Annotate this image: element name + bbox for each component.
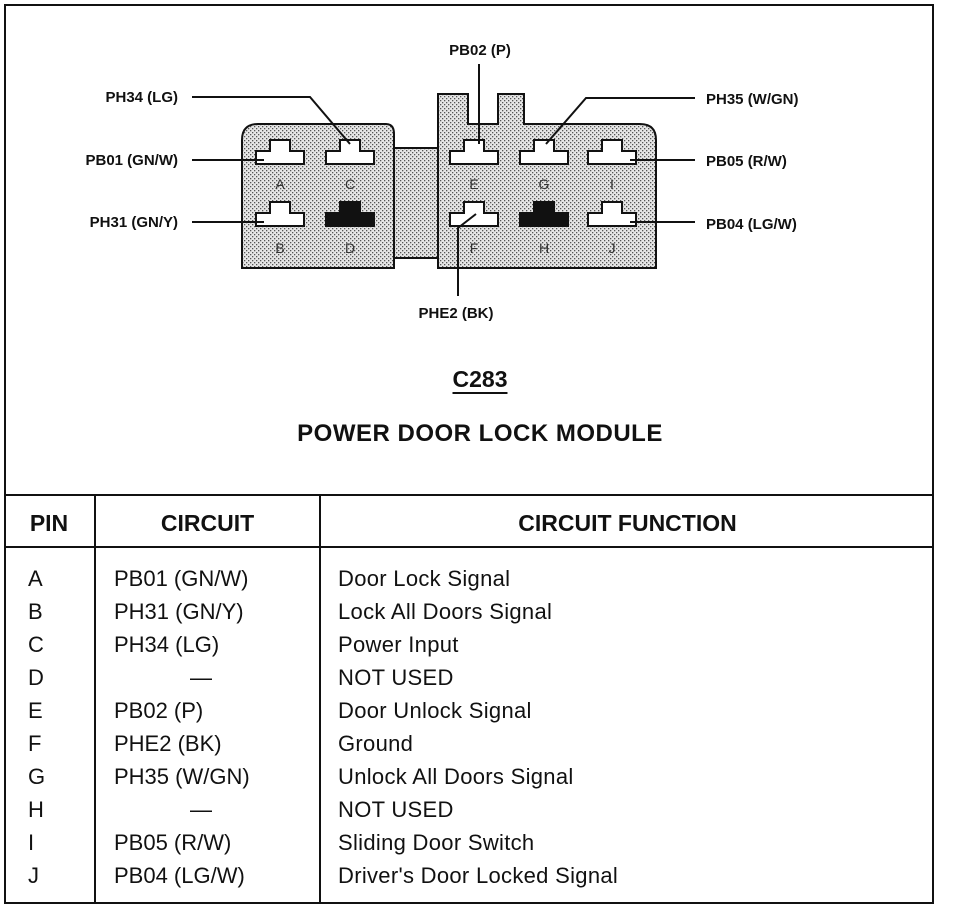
pin-cell: A bbox=[28, 566, 43, 591]
pin-letter-i: I bbox=[610, 176, 614, 192]
connector-drawing: A C E G I B D F H J PB02 (P) PH34 (LG) P… bbox=[85, 42, 799, 322]
table-top-rule bbox=[4, 494, 934, 496]
header-pin: PIN bbox=[29, 510, 69, 536]
callout-phe2: PHE2 (BK) bbox=[418, 305, 493, 322]
callout-ph31: PH31 (GN/Y) bbox=[90, 214, 178, 231]
table-row: G PH35 (W/GN) Unlock All Doors Signal bbox=[4, 760, 934, 793]
pin-terminal-e bbox=[449, 139, 499, 165]
header-circuit: CIRCUIT bbox=[160, 510, 255, 536]
pin-cell: I bbox=[28, 830, 35, 855]
pin-cell: F bbox=[28, 731, 42, 756]
left-housing bbox=[241, 123, 395, 269]
circuit-cell: — bbox=[190, 797, 212, 822]
page-frame bbox=[4, 4, 934, 904]
connector-code-text: C283 bbox=[452, 366, 508, 392]
circuit-cell: PB04 (LG/W) bbox=[114, 863, 245, 888]
pin-cell: B bbox=[28, 599, 43, 624]
pin-cell: C bbox=[28, 632, 44, 657]
leader-line-phe2 bbox=[457, 213, 477, 296]
connector-code-title: C283 bbox=[0, 366, 960, 393]
table-row: B PH31 (GN/Y) Lock All Doors Signal bbox=[4, 595, 934, 628]
pin-terminal-d bbox=[325, 201, 375, 227]
circuit-cell: PH35 (W/GN) bbox=[114, 764, 250, 789]
pin-cell: J bbox=[28, 863, 39, 888]
pin-terminal-b bbox=[255, 201, 305, 227]
pin-cell: H bbox=[28, 797, 44, 822]
table-row: J PB04 (LG/W) Driver's Door Locked Signa… bbox=[4, 859, 934, 892]
pin-letter-g: G bbox=[539, 176, 550, 192]
leader-line-ph34 bbox=[192, 96, 351, 145]
table-row: C PH34 (LG) Power Input bbox=[4, 628, 934, 661]
table-row: F PHE2 (BK) Ground bbox=[4, 727, 934, 760]
callout-pb01: PB01 (GN/W) bbox=[85, 152, 178, 169]
function-cell: Door Unlock Signal bbox=[338, 698, 532, 723]
pin-letter-f: F bbox=[470, 240, 479, 256]
pin-cell: G bbox=[28, 764, 46, 789]
connector-diagram: A C E G I B D F H J PB02 (P) PH34 (LG) P… bbox=[0, 42, 960, 447]
callout-ph34: PH34 (LG) bbox=[105, 89, 178, 106]
pin-terminal-h bbox=[519, 201, 569, 227]
header-circuit-function: CIRCUIT FUNCTION bbox=[518, 510, 737, 536]
table-row: E PB02 (P) Door Unlock Signal bbox=[4, 694, 934, 727]
function-cell: Ground bbox=[338, 731, 414, 756]
pin-letter-a: A bbox=[275, 176, 285, 192]
function-cell: Power Input bbox=[338, 632, 459, 657]
function-cell: Sliding Door Switch bbox=[338, 830, 535, 855]
callout-pb05: PB05 (R/W) bbox=[706, 153, 787, 170]
pin-cell: D bbox=[28, 665, 44, 690]
table-row: H — NOT USED bbox=[4, 793, 934, 826]
function-cell: NOT USED bbox=[338, 665, 454, 690]
leader-line-ph35 bbox=[545, 97, 695, 145]
table-row: I PB05 (R/W) Sliding Door Switch bbox=[4, 826, 934, 859]
pin-table: PIN CIRCUIT CIRCUIT FUNCTION A PB01 (GN/… bbox=[4, 494, 934, 904]
table-header-rule bbox=[4, 546, 934, 548]
pin-letter-d: D bbox=[345, 240, 355, 256]
circuit-cell: PH34 (LG) bbox=[114, 632, 220, 657]
callout-ph35: PH35 (W/GN) bbox=[706, 91, 799, 108]
pin-letter-e: E bbox=[469, 176, 478, 192]
callout-pb02: PB02 (P) bbox=[449, 42, 511, 59]
connector-name-title: POWER DOOR LOCK MODULE bbox=[297, 420, 663, 447]
callout-pb04: PB04 (LG/W) bbox=[706, 216, 797, 233]
pin-cell: E bbox=[28, 698, 43, 723]
circuit-cell: PB02 (P) bbox=[114, 698, 204, 723]
function-cell: Door Lock Signal bbox=[338, 566, 511, 591]
table-column-divider bbox=[94, 494, 96, 904]
circuit-cell: PB05 (R/W) bbox=[114, 830, 232, 855]
pin-letter-h: H bbox=[539, 240, 549, 256]
table-column-divider bbox=[319, 494, 321, 904]
pin-letter-b: B bbox=[275, 240, 284, 256]
circuit-cell: PB01 (GN/W) bbox=[114, 566, 249, 591]
function-cell: Lock All Doors Signal bbox=[338, 599, 553, 624]
table-row: A PB01 (GN/W) Door Lock Signal bbox=[4, 562, 934, 595]
function-cell: Driver's Door Locked Signal bbox=[338, 863, 619, 888]
pin-letter-j: J bbox=[609, 240, 616, 256]
function-cell: Unlock All Doors Signal bbox=[338, 764, 574, 789]
circuit-cell: PHE2 (BK) bbox=[114, 731, 222, 756]
table-row: D — NOT USED bbox=[4, 661, 934, 694]
pin-terminal-f bbox=[449, 201, 499, 227]
function-cell: NOT USED bbox=[338, 797, 454, 822]
pin-letter-c: C bbox=[345, 176, 355, 192]
pin-terminal-g bbox=[519, 139, 569, 165]
circuit-cell: — bbox=[190, 665, 212, 690]
circuit-cell: PH31 (GN/Y) bbox=[114, 599, 244, 624]
pin-terminal-a bbox=[255, 139, 305, 165]
pin-terminal-c bbox=[325, 139, 375, 165]
housing-bridge bbox=[393, 147, 439, 259]
